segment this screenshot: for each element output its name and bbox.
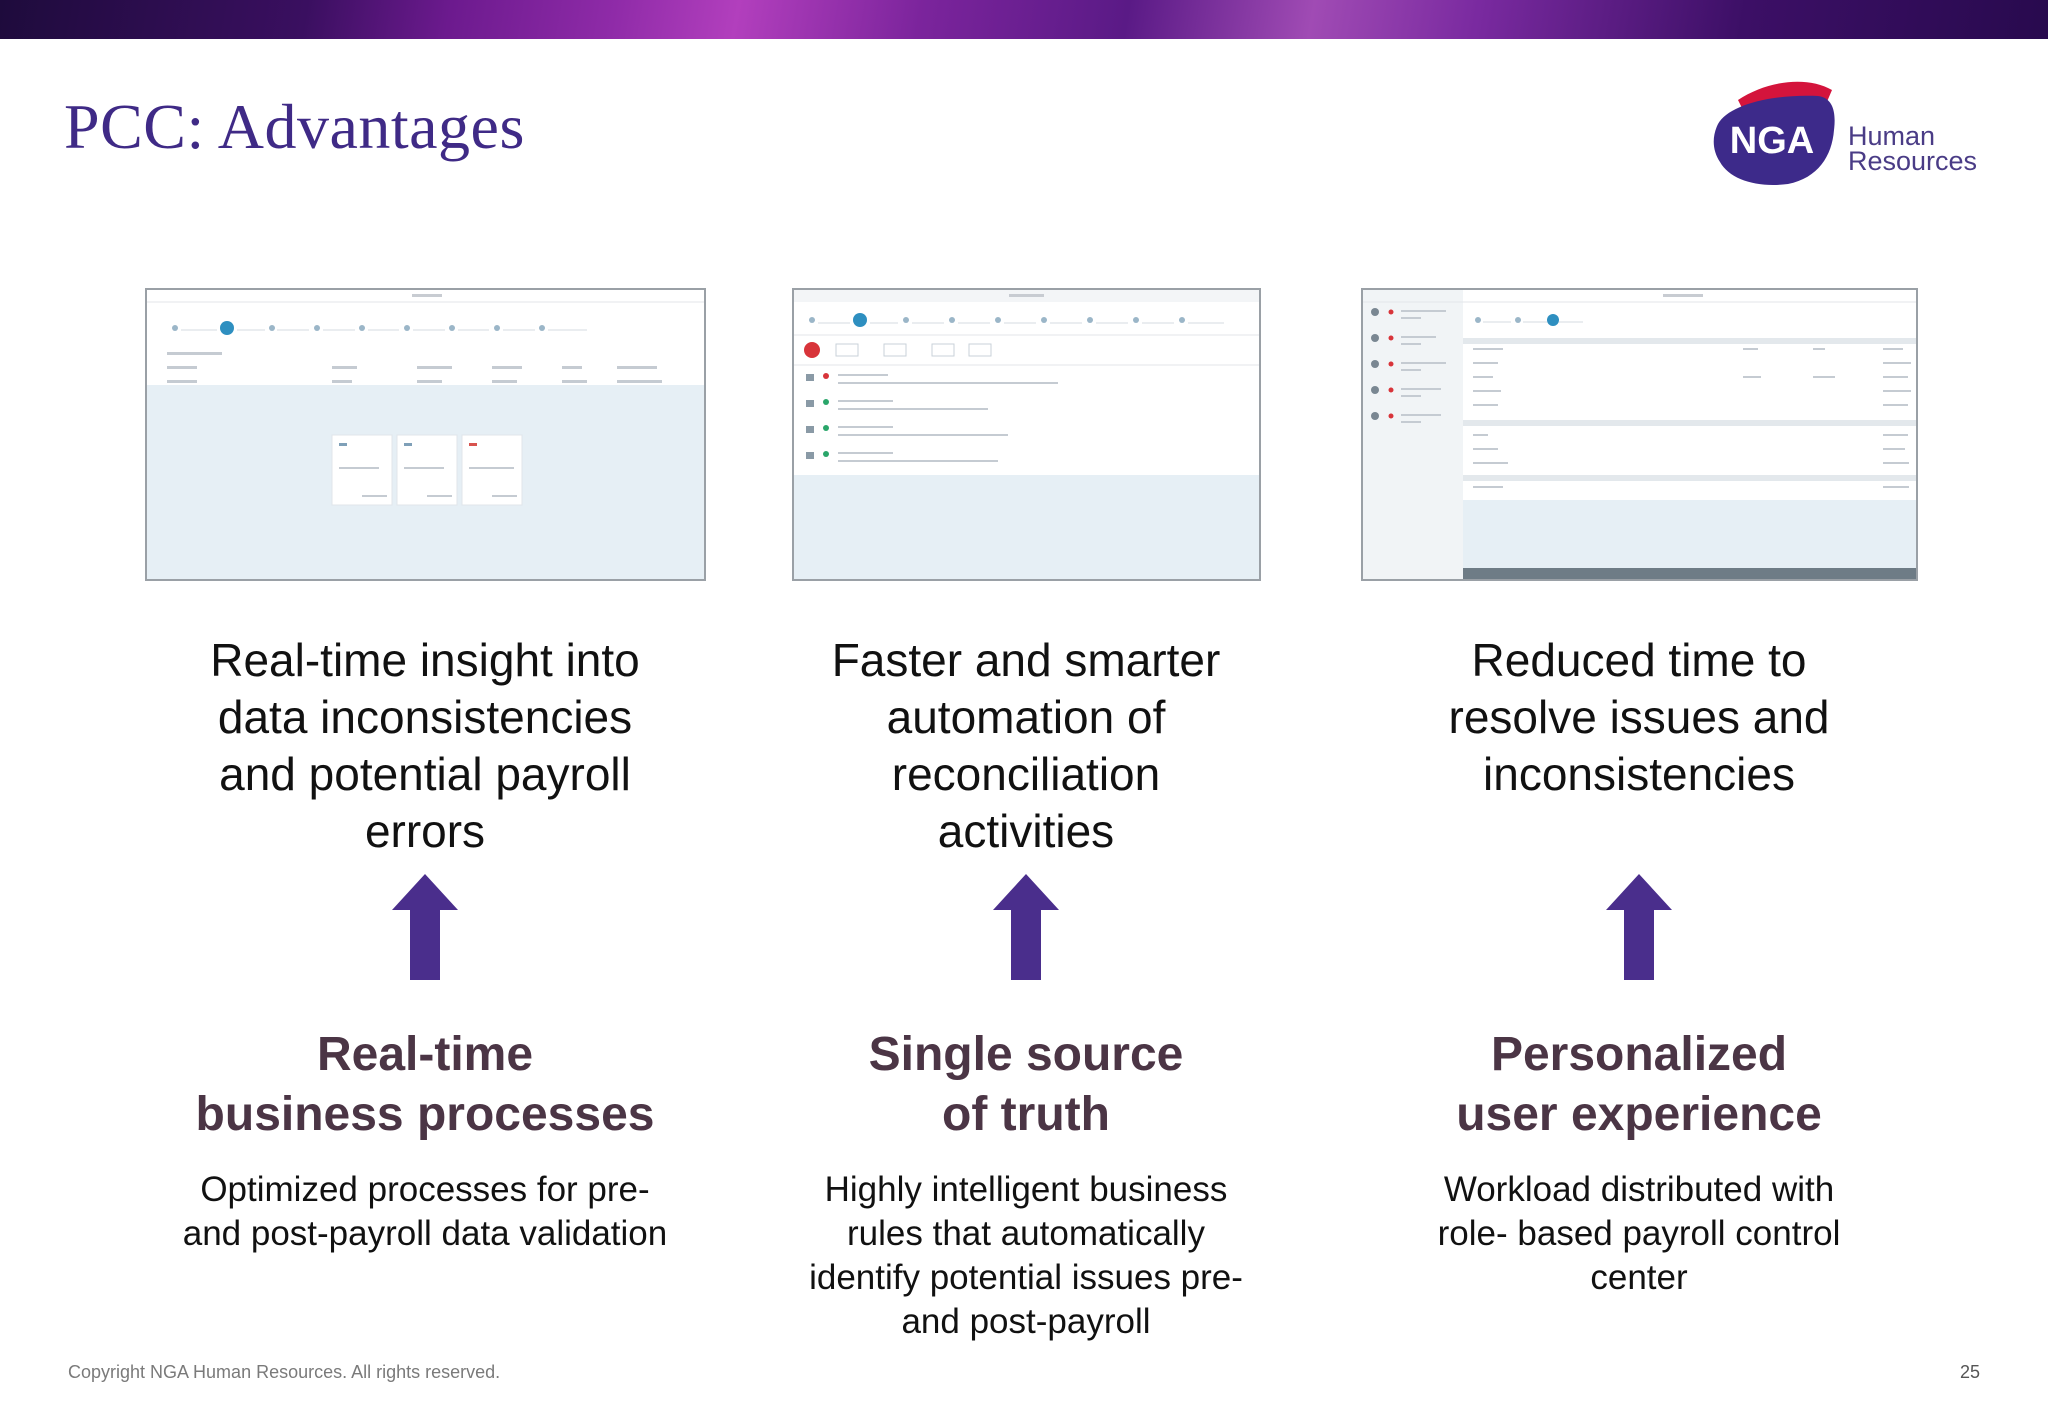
benefit-3-line-1: Reduced time to	[1471, 634, 1807, 686]
description-2-line-1: Highly intelligent business	[824, 1170, 1228, 1209]
benefit-2-line-4: activities	[937, 805, 1115, 857]
benefit-1-line-4: errors	[364, 805, 486, 857]
app-screenshot-thumbnail-2	[794, 290, 1259, 579]
slide-title: PCC: Advantages	[64, 91, 525, 162]
up-arrow-icon	[392, 874, 458, 980]
description-2-line-3: identify potential issues pre-	[809, 1258, 1243, 1297]
benefit-text-1: Real-time insight into data inconsistenc…	[125, 632, 725, 860]
benefit-2-line-1: Faster and smarter	[831, 634, 1221, 686]
description-2-line-2: rules that automatically	[847, 1214, 1205, 1253]
benefit-1-line-2: data inconsistencies	[217, 691, 633, 743]
description-2-line-4: and post-payroll	[901, 1302, 1151, 1341]
heading-3-line-1: Personalized	[1490, 1028, 1788, 1081]
description-1: Optimized processes for pre- and post-pa…	[125, 1168, 725, 1256]
description-2: Highly intelligent business rules that a…	[726, 1168, 1326, 1344]
heading-2: Single source of truth	[726, 1025, 1326, 1145]
heading-1-line-2: business processes	[195, 1088, 655, 1141]
logo-text-line2: Resources	[1848, 146, 1978, 176]
description-1-line-2: and post-payroll data validation	[182, 1214, 668, 1253]
heading-2-line-2: of truth	[942, 1088, 1110, 1141]
description-3-line-3: center	[1590, 1258, 1688, 1297]
benefit-3-line-2: resolve issues and	[1448, 691, 1830, 743]
benefit-3-line-3: inconsistencies	[1483, 748, 1795, 800]
up-arrow-icon	[993, 874, 1059, 980]
benefit-text-2: Faster and smarter automation of reconci…	[726, 632, 1326, 860]
description-3-line-2: role- based payroll control	[1437, 1214, 1841, 1253]
logo-badge-text: NGA	[1730, 120, 1814, 162]
benefit-1-line-1: Real-time insight into	[210, 634, 640, 686]
heading-2-line-1: Single source	[868, 1028, 1184, 1081]
nga-logo-badge-icon: NGA	[1713, 81, 1835, 186]
copyright-footer: Copyright NGA Human Resources. All right…	[68, 1362, 501, 1382]
nga-logo: NGA Human Resources	[1708, 74, 1978, 194]
benefit-2-line-2: automation of	[886, 691, 1166, 743]
app-screenshot-thumbnail-1	[147, 290, 704, 579]
benefit-text-3: Reduced time to resolve issues and incon…	[1339, 632, 1939, 803]
heading-3: Personalized user experience	[1339, 1025, 1939, 1145]
app-screenshot-thumbnail-3	[1363, 290, 1916, 579]
top-gradient-band	[0, 0, 2048, 39]
up-arrow-icon	[1606, 874, 1672, 980]
logo-text-line1: Human	[1848, 121, 1936, 151]
description-1-line-1: Optimized processes for pre-	[200, 1170, 650, 1209]
page-number: 25	[1960, 1362, 1981, 1382]
heading-3-line-2: user experience	[1456, 1088, 1822, 1141]
description-3: Workload distributed with role- based pa…	[1339, 1168, 1939, 1300]
benefit-1-line-3: and potential payroll	[219, 748, 631, 800]
heading-1-line-1: Real-time	[316, 1028, 534, 1081]
screenshot-real-time-insight	[145, 288, 706, 581]
screenshot-reduced-time	[1361, 288, 1918, 581]
benefit-2-line-3: reconciliation	[891, 748, 1161, 800]
screenshot-automation	[792, 288, 1261, 581]
heading-1: Real-time business processes	[125, 1025, 725, 1145]
description-3-line-1: Workload distributed with	[1443, 1170, 1835, 1209]
